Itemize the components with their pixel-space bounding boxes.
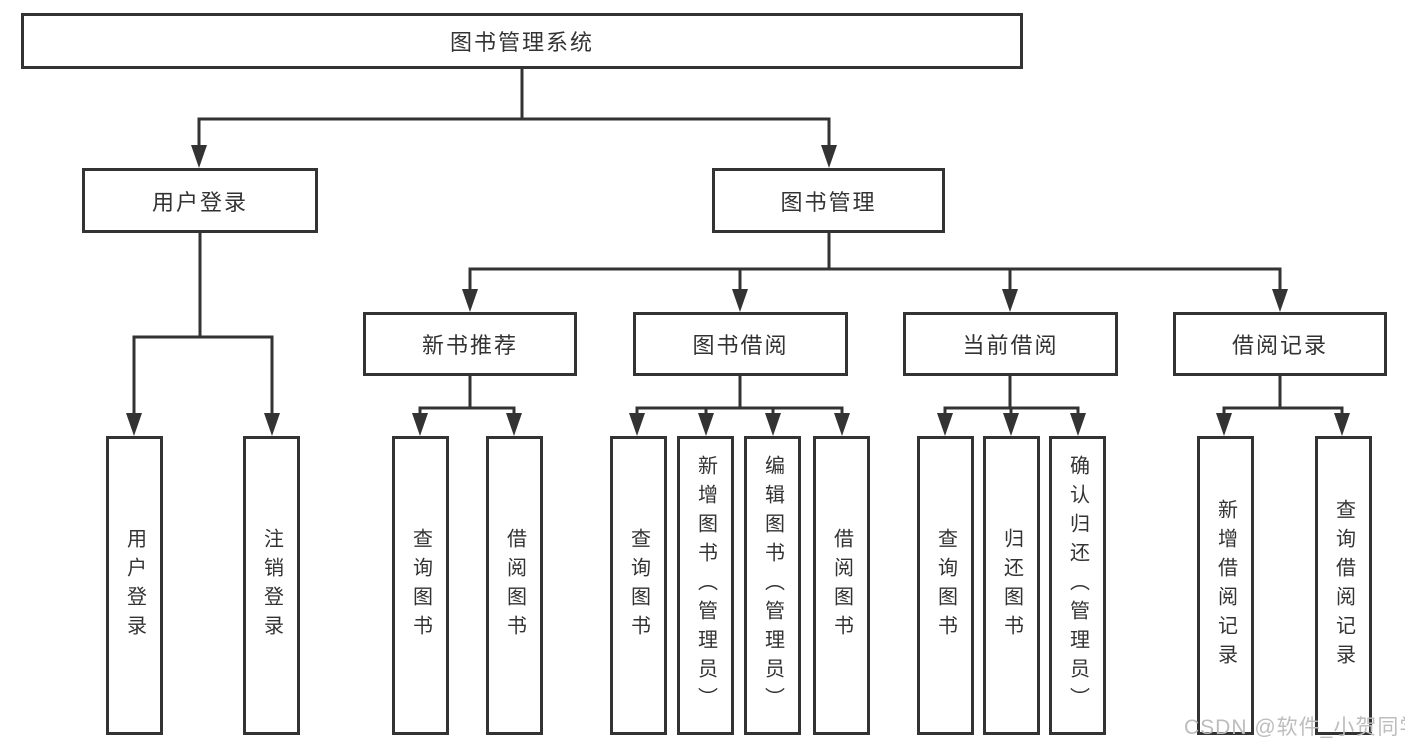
node-leaf-borrow-books-recommend: 借阅图书 [486,436,543,735]
leaf-label: 查询图书 [409,527,432,644]
connector-borrow-records [1222,376,1344,418]
arrow-down-icon [191,145,207,168]
csdn-watermark: CSDN @软件_小贺同学 [1184,716,1405,739]
arrow-down-icon [412,413,428,436]
node-leaf-borrow-books: 借阅图书 [813,436,870,735]
node-leaf-user-login: 用户登录 [106,436,163,735]
leaf-label: 查询借阅记录 [1332,498,1355,673]
connector-new-book-recommend [418,376,516,418]
arrow-down-icon [506,413,522,436]
node-leaf-add-books-admin: 新增图书（管理员） [677,436,734,735]
arrow-down-icon [732,289,748,312]
arrow-down-icon [1070,413,1086,436]
arrow-down-icon [462,289,478,312]
node-root: 图书管理系统 [21,13,1023,69]
node-leaf-return-books: 归还图书 [983,436,1040,735]
arrow-down-icon [1002,289,1018,312]
node-user-login: 用户登录 [82,168,318,233]
leaf-label: 确认归还（管理员） [1066,455,1089,716]
connector-user-login [132,233,274,418]
arrow-down-icon [264,413,280,436]
node-leaf-query-borrow-record: 查询借阅记录 [1315,436,1372,735]
leaf-label: 借阅图书 [503,527,526,644]
leaf-label: 借阅图书 [830,527,853,644]
arrow-down-icon [1216,413,1232,436]
leaf-label: 查询图书 [934,527,957,644]
arrow-down-icon [126,413,142,436]
node-leaf-confirm-return-admin: 确认归还（管理员） [1049,436,1106,735]
node-book-borrow: 图书借阅 [633,312,848,376]
arrow-down-icon [1334,413,1350,436]
node-leaf-query-books-borrow: 查询图书 [610,436,667,735]
leaf-label: 查询图书 [627,527,650,644]
node-current-borrow: 当前借阅 [903,312,1118,376]
connector-root [197,69,831,150]
arrow-down-icon [1272,289,1288,312]
node-leaf-add-borrow-record: 新增借阅记录 [1197,436,1254,735]
node-book-management: 图书管理 [712,168,945,233]
connector-book-borrow [635,376,844,418]
arrow-down-icon [629,413,645,436]
node-borrow-records: 借阅记录 [1173,312,1387,376]
leaf-label: 新增借阅记录 [1214,498,1237,673]
arrow-down-icon [821,145,837,168]
arrow-down-icon [834,413,850,436]
node-leaf-query-books-current: 查询图书 [917,436,974,735]
node-leaf-logout: 注销登录 [243,436,300,735]
leaf-label: 编辑图书（管理员） [761,455,784,716]
arrow-down-icon [698,413,714,436]
leaf-label: 注销登录 [260,527,283,644]
leaf-label: 用户登录 [123,527,146,644]
arrow-down-icon [765,413,781,436]
connector-current-borrow [943,376,1080,418]
node-new-book-recommend: 新书推荐 [363,312,577,376]
arrow-down-icon [1003,413,1019,436]
node-leaf-edit-books-admin: 编辑图书（管理员） [744,436,801,735]
arrow-down-icon [937,413,953,436]
leaf-label: 新增图书（管理员） [694,455,717,716]
leaf-label: 归还图书 [1000,527,1023,644]
node-leaf-query-books-recommend: 查询图书 [392,436,449,735]
connector-book-management [468,233,1282,294]
